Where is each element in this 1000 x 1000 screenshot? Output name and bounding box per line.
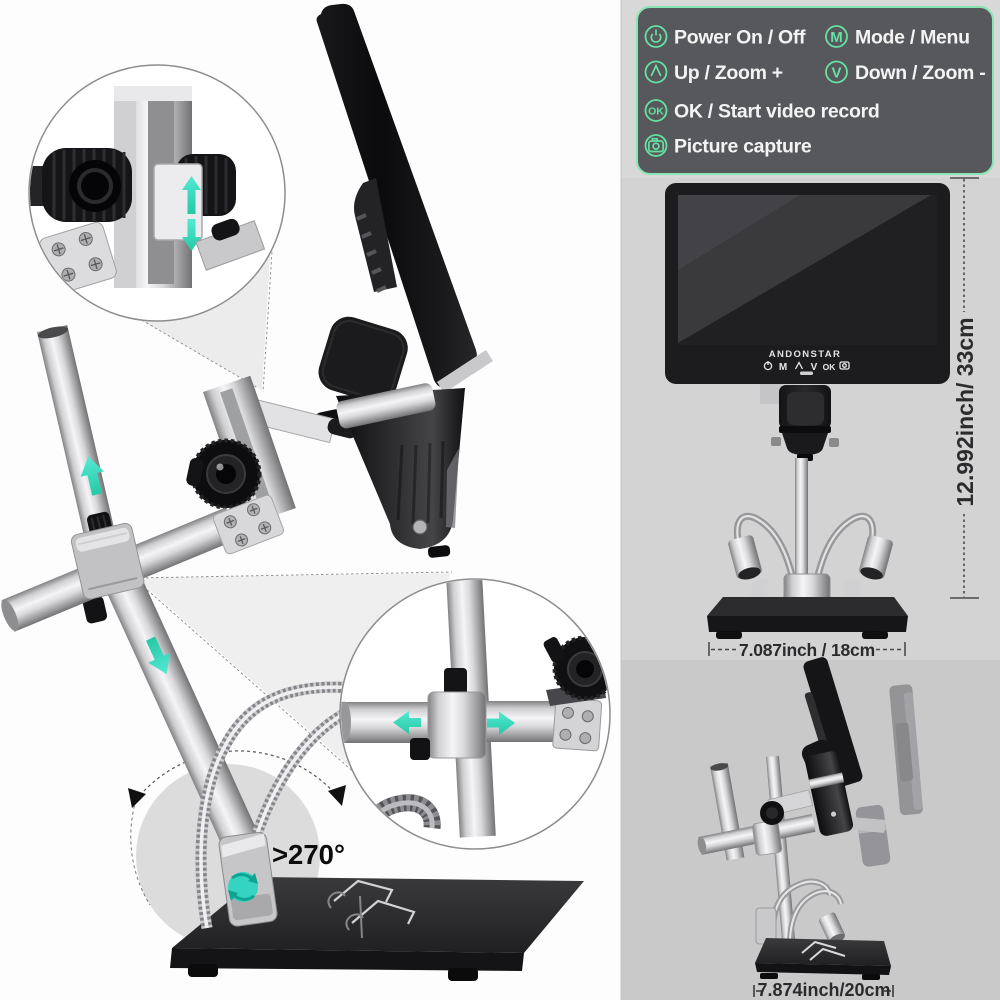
svg-text:7.087inch / 18cm: 7.087inch / 18cm [739,640,875,660]
svg-text:ANDONSTAR: ANDONSTAR [769,349,842,360]
svg-text:Down / Zoom -: Down / Zoom - [855,62,985,84]
svg-text:Power On / Off: Power On / Off [674,27,806,49]
svg-text:Picture capture: Picture capture [674,136,812,158]
svg-text:Mode / Menu: Mode / Menu [855,27,970,49]
svg-text:7.874inch/20cm: 7.874inch/20cm [757,980,890,1000]
svg-text:OK: OK [823,362,837,372]
svg-text:Up / Zoom +: Up / Zoom + [674,62,783,84]
svg-text:>270°: >270° [272,839,345,870]
svg-text:V: V [831,65,841,82]
svg-text:OK: OK [648,106,664,118]
svg-text:OK / Start video record: OK / Start video record [674,101,880,123]
svg-text:12.992inch/ 33cm: 12.992inch/ 33cm [952,317,978,506]
svg-text:M: M [779,362,787,373]
svg-text:M: M [830,29,843,46]
svg-text:V: V [811,362,818,373]
